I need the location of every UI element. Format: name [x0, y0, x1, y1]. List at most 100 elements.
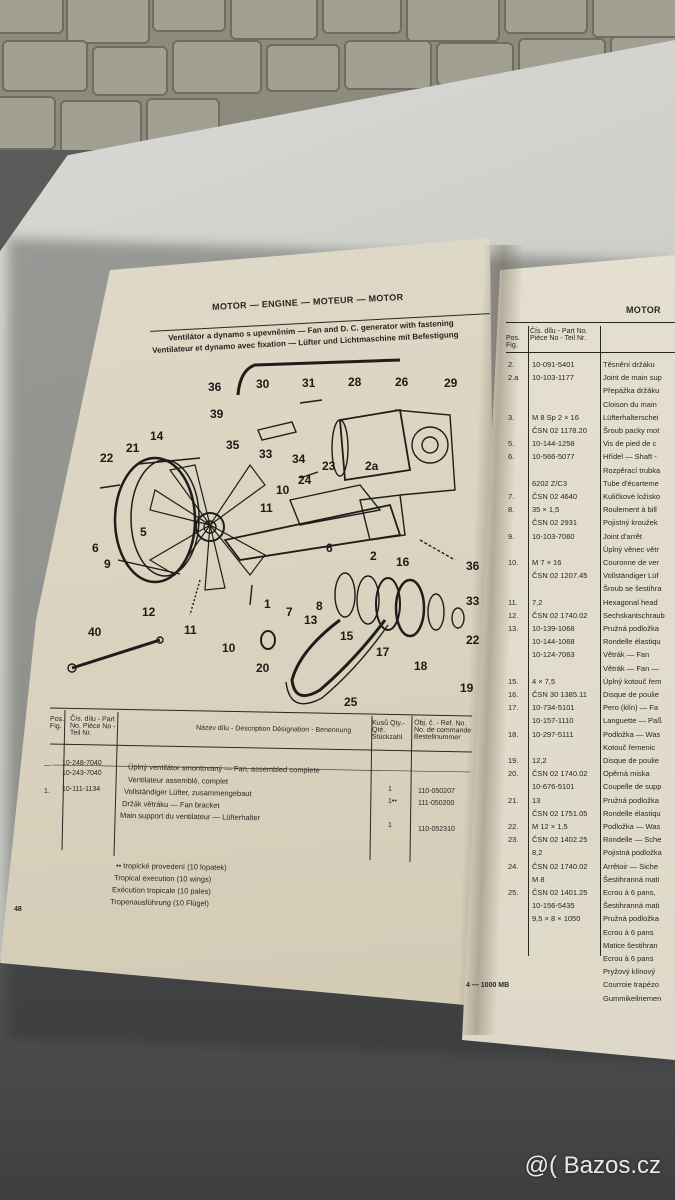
svg-text:25: 25 — [344, 695, 358, 709]
right-row-pos: 19. — [508, 756, 519, 765]
right-row-part: ČSN 02 1740.02 — [532, 769, 588, 779]
svg-text:11: 11 — [184, 623, 197, 637]
svg-text:23: 23 — [322, 459, 336, 473]
right-row-pos: 3. — [508, 412, 515, 422]
svg-text:10: 10 — [276, 483, 290, 497]
right-row-part: 10-103-1177 — [532, 373, 574, 383]
right-row-pos: 12. — [508, 610, 519, 620]
svg-text:10: 10 — [222, 641, 236, 655]
col-head-part: Čís. dílu - Part No. Pièce No - Teil Nr. — [69, 715, 116, 737]
right-row-desc: Těsnění držáku — [603, 360, 655, 369]
right-row-desc: Přepážka držáku — [603, 386, 660, 396]
right-col-divider — [528, 326, 529, 956]
right-row-part: ČSN 02 1207.45 — [532, 571, 588, 581]
right-col-head-pos: Pos. Fig. — [506, 335, 521, 349]
right-row-desc: Hřídel — Shaft - — [603, 452, 657, 462]
right-row-pos: 8. — [508, 505, 515, 515]
row-pos: — — [44, 762, 51, 769]
row-part: 10-111-1134 — [62, 786, 101, 793]
right-row-desc: Vollständiger Lüf — [603, 571, 659, 581]
right-row-part: ČSN 02 1401.25 — [532, 888, 588, 897]
right-row-part: 7,2 — [532, 597, 543, 607]
right-row-desc: Pojistný kroužek — [603, 518, 658, 528]
right-row-desc: Sechskantschraub — [603, 610, 665, 620]
right-col-divider — [600, 326, 601, 956]
right-row-part: 10-124-7063 — [532, 650, 575, 660]
right-row-pos: 24. — [508, 861, 519, 871]
right-row-part: 10-144-1258 — [532, 439, 575, 449]
right-row-desc: Arrêtoir — Siche — [603, 861, 659, 871]
svg-text:33: 33 — [466, 594, 480, 608]
right-row-pos: 10. — [508, 558, 519, 567]
right-row-desc: Pojistná podložka — [603, 848, 662, 858]
right-row-pos: 20. — [508, 769, 519, 779]
right-row-pos: 21. — [508, 795, 519, 805]
svg-text:31: 31 — [302, 376, 316, 390]
right-row-desc: Větrák — Fan — — [603, 663, 659, 673]
svg-text:13: 13 — [304, 613, 318, 627]
footnote-line: •• tropické provedení (10 lopatek) — [115, 861, 227, 872]
right-row-desc: Couronne de ver — [603, 558, 659, 567]
right-row-desc: Gummikeilriemen — [603, 993, 662, 1003]
right-header-rule — [506, 322, 675, 323]
svg-text:28: 28 — [348, 375, 362, 389]
row-part: 10-243-7040 — [62, 770, 102, 777]
col-head-ref: Obj. č. - Ref. No. No. de commande Beste… — [413, 719, 472, 742]
svg-text:14: 14 — [150, 429, 164, 443]
footnote-line: Tropical execution (10 wings) — [113, 873, 212, 884]
svg-text:6: 6 — [326, 541, 333, 555]
right-row-desc: Roulement à bill — [603, 505, 657, 515]
right-row-desc: Cloison du main — [603, 399, 657, 409]
right-row-desc: Joint d'arrêt — [603, 531, 642, 541]
svg-text:33: 33 — [259, 447, 273, 461]
svg-text:20: 20 — [256, 661, 270, 675]
col-head-pos: Pos. Fig. — [49, 715, 65, 731]
row-pos: 1. — [44, 788, 50, 795]
right-row-desc: Úplný kotouč řem — [603, 676, 662, 686]
right-row-desc: Lüfterhalterschei — [603, 412, 659, 422]
row-ref: 110-052310 — [418, 826, 455, 833]
right-row-pos: 18. — [508, 729, 519, 739]
svg-text:17: 17 — [376, 645, 390, 659]
right-row-part: 10-297-5111 — [532, 729, 574, 739]
svg-text:1: 1 — [264, 597, 271, 611]
right-row-part: ČSN 02 4640 — [532, 492, 578, 501]
row-qty: 1 — [388, 786, 392, 793]
right-row-desc: Disque de poulie — [603, 756, 659, 765]
row-desc: Ventilateur assemblé, complet — [127, 775, 229, 786]
svg-text:22: 22 — [100, 451, 114, 465]
right-row-desc: Pružná podložka — [603, 795, 659, 805]
right-head-rule — [506, 352, 675, 353]
right-row-part: M 8 Sp 2 × 16 — [532, 412, 579, 422]
right-row-desc: Matice šestihran — [603, 940, 658, 950]
right-row-desc: Šestihranná mati — [603, 901, 660, 911]
row-ref: 111-050200 — [418, 800, 455, 807]
right-row-desc: Rondelle élastiqu — [603, 808, 661, 818]
svg-text:35: 35 — [226, 438, 240, 452]
right-row-part: 10-566-5077 — [532, 452, 575, 462]
right-row-part: ČSN 02 1740.02 — [532, 610, 588, 620]
watermark: @( Bazos.cz — [524, 1152, 661, 1179]
right-row-pos: 22. — [508, 822, 519, 831]
right-row-part: ČSN 02 1402.25 — [532, 835, 588, 845]
right-row-part: M 8 — [532, 874, 545, 884]
svg-text:36: 36 — [466, 559, 480, 573]
svg-text:8: 8 — [316, 599, 323, 613]
right-row-desc: Šroub packy mot — [603, 426, 660, 435]
right-page-footer: 4 — 1000 MB — [466, 982, 510, 989]
right-row-pos: 7. — [508, 492, 515, 501]
right-row-pos: 13. — [508, 624, 519, 633]
right-row-part: 10-734-5101 — [532, 703, 575, 713]
right-row-part: 10-103-7060 — [532, 531, 575, 541]
right-row-pos: 6. — [508, 452, 515, 462]
right-row-pos: 25. — [508, 888, 519, 897]
right-row-part: 10-157-1110 — [532, 716, 574, 726]
row-ref: 110-050207 — [418, 788, 455, 795]
svg-text:39: 39 — [210, 407, 224, 421]
right-row-pos: 11. — [508, 597, 518, 607]
right-row-desc: Pružná podložka — [603, 914, 659, 924]
right-row-pos: 2. — [508, 360, 515, 369]
svg-text:6: 6 — [92, 541, 99, 555]
